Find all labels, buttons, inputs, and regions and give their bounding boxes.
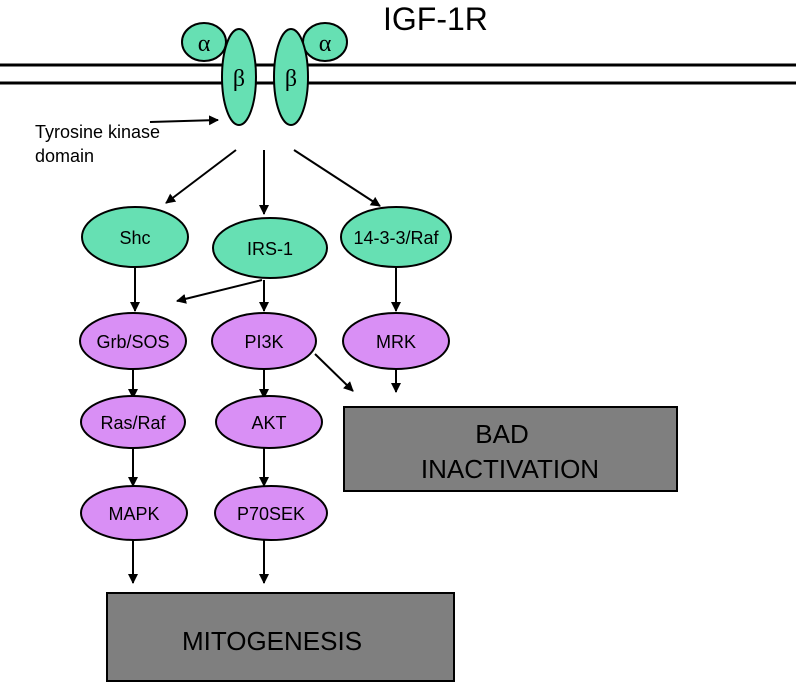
bad-label-line1: BAD [475, 419, 528, 449]
bad-label-line2: INACTIVATION [421, 454, 599, 484]
arrow-pi3k-to-bad [314, 353, 354, 392]
node-p70sek: P70SEK [214, 485, 328, 541]
node-1433-raf: 14-3-3/Raf [340, 206, 452, 268]
1433-raf-label: 14-3-3/Raf [353, 228, 439, 248]
mitogenesis-box: MITOGENESIS [106, 592, 455, 682]
bad-inactivation-box: BAD INACTIVATION [343, 406, 678, 492]
mrk-label: MRK [376, 332, 416, 352]
irs1-label: IRS-1 [247, 239, 293, 259]
shc-label: Shc [119, 228, 150, 248]
node-mapk: MAPK [80, 485, 188, 541]
arrow-receptor-to-shc [165, 149, 237, 204]
rasraf-label: Ras/Raf [100, 413, 166, 433]
receptor-title: IGF-1R [383, 1, 488, 37]
beta-label-left: β [233, 66, 245, 92]
arrow-irs1-to-grbsos [176, 279, 263, 304]
beta-subunit-left: β [221, 28, 257, 126]
mapk-label: MAPK [108, 504, 159, 524]
beta-subunit-right: β [273, 28, 309, 126]
alpha-label-right: α [319, 31, 332, 57]
node-irs1: IRS-1 [212, 217, 328, 279]
p70sek-label: P70SEK [237, 504, 305, 524]
node-pi3k: PI3K [211, 312, 317, 370]
grbsos-label: Grb/SOS [96, 332, 169, 352]
node-shc: Shc [81, 206, 189, 268]
node-mrk: MRK [342, 312, 450, 370]
kinase-domain-label-line2: domain [35, 146, 94, 166]
kinase-domain-label-line1: Tyrosine kinase [35, 122, 160, 142]
akt-label: AKT [251, 413, 286, 433]
kinase-pointer-arrow [149, 115, 219, 126]
alpha-subunit-right: α [302, 22, 348, 62]
beta-label-right: β [285, 66, 297, 92]
pi3k-label: PI3K [244, 332, 283, 352]
node-akt: AKT [215, 395, 323, 449]
arrow-receptor-to-1433raf [293, 149, 381, 207]
node-grbsos: Grb/SOS [79, 312, 187, 370]
node-rasraf: Ras/Raf [80, 395, 186, 449]
alpha-subunit-left: α [181, 22, 227, 62]
mitogenesis-label: MITOGENESIS [182, 626, 362, 656]
alpha-label-left: α [198, 31, 211, 57]
